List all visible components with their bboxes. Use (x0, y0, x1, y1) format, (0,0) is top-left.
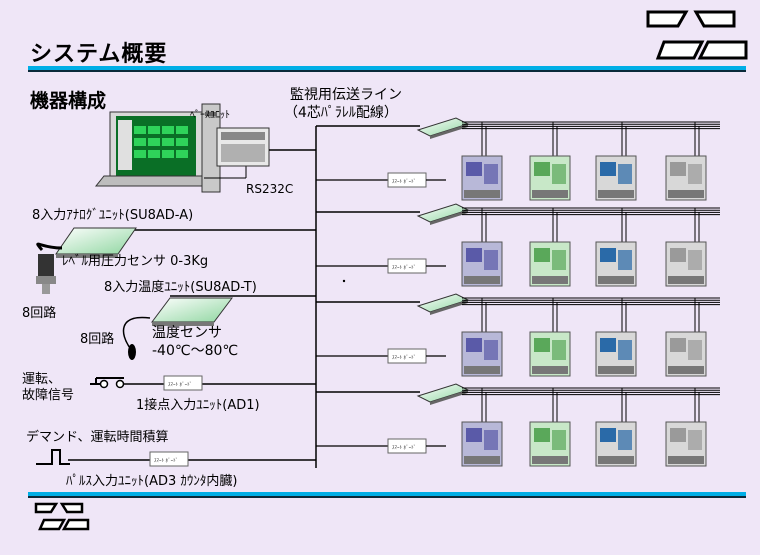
page-title: システム概要 (30, 42, 168, 67)
run-fault-label-2: 故障信号 (22, 388, 75, 403)
base-unit-icon (216, 127, 270, 167)
monitor-line-label: 監視用伝送ライン (290, 87, 402, 103)
monitor-line-sub-label: （4芯ﾊﾟﾗﾚﾙ配線） (284, 105, 398, 121)
temp-sensor-label: 温度センサ (152, 325, 222, 341)
temp-probe-icon (122, 316, 151, 349)
contact-unit-label: 1接点入力ﾕﾆｯﾄ(AD1) (136, 398, 260, 413)
pc-monitor-icon (94, 103, 221, 193)
analog-unit-icon (55, 227, 137, 258)
top-divider (28, 66, 746, 72)
pulse-module-icon: ｽﾏｰﾄ ﾎﾞｰﾄﾞ (149, 451, 189, 467)
run-fault-label-1: 運転、 (22, 372, 62, 387)
temp-unit-label: 8入力温度ﾕﾆｯﾄ(SU8AD-T) (104, 280, 257, 295)
module-label: ｽﾏｰﾄ ﾎﾞｰﾄﾞ (392, 264, 416, 271)
contact-module-icon: ｽﾏｰﾄ ﾎﾞｰﾄﾞ (163, 375, 203, 391)
bottom-divider (28, 492, 746, 498)
module-label: ｽﾏｰﾄ ﾎﾞｰﾄﾞ (392, 444, 416, 451)
pressure-sensor-icon (36, 254, 56, 294)
section-title: 機器構成 (30, 90, 107, 112)
pressure-sensor-label: ﾚﾍﾞﾙ用圧力センサ 0-3Kg (62, 254, 209, 269)
module-label: ｽﾏｰﾄ ﾎﾞｰﾄﾞ (392, 178, 416, 185)
pulse-unit-label: ﾊﾟﾙｽ入力ﾕﾆｯﾄ(AD3 ｶｳﾝﾀ内臓) (66, 474, 238, 489)
analog-unit-label: 8入力ｱﾅﾛｸﾞﾕﾆｯﾄ(SU8AD-A) (32, 208, 194, 223)
demand-label: デマンド、運転時間積算 (26, 430, 169, 445)
circuits-8a-label: 8回路 (22, 306, 57, 321)
relay-contact-icon (90, 377, 125, 389)
temp-unit-icon (151, 297, 233, 326)
base-unit-label: ﾍﾞｰｽﾕﾆｯﾄ (190, 110, 230, 121)
temp-range-label: -40℃～80℃ (152, 343, 239, 359)
rs232c-label: RS232C (246, 182, 294, 196)
pulse-icon (36, 449, 70, 465)
module-label: ｽﾏｰﾄ ﾎﾞｰﾄﾞ (392, 354, 416, 361)
svg-text:ｽﾏｰﾄ ﾎﾞｰﾄﾞ: ｽﾏｰﾄ ﾎﾞｰﾄﾞ (154, 457, 178, 464)
circuits-8b-label: 8回路 (80, 332, 115, 347)
svg-text:ｽﾏｰﾄ ﾎﾞｰﾄﾞ: ｽﾏｰﾄ ﾎﾞｰﾄﾞ (168, 381, 192, 388)
